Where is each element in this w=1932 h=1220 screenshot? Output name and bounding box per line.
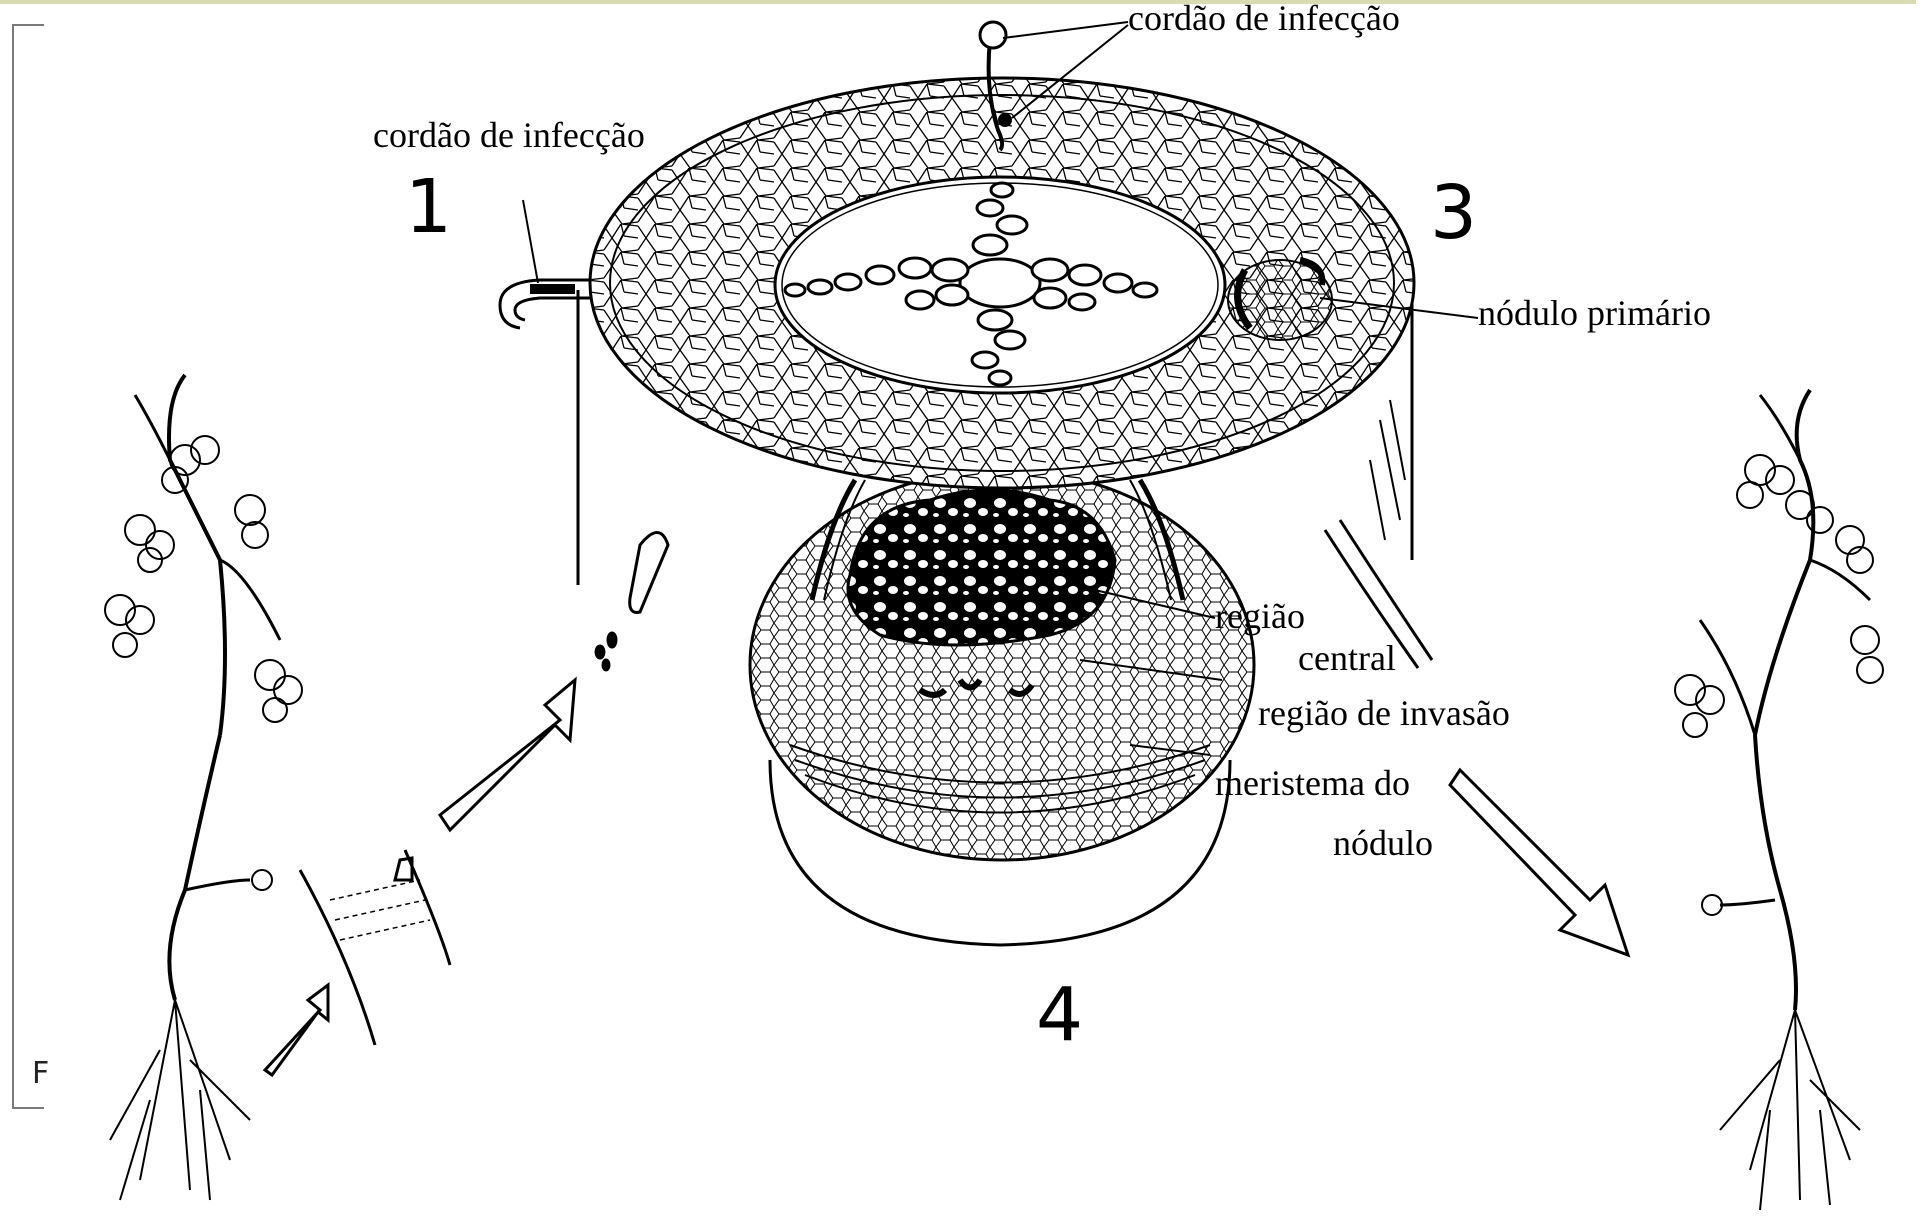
label-meristema: meristema do [1215,763,1410,803]
label-cordao-top: cordão de infecção [1128,0,1400,38]
nodule-bulb [740,460,1260,945]
label-regiao-invasao: região de invasão [1258,693,1510,733]
arrow-small-left [265,985,328,1075]
label-central: central [1298,638,1396,678]
stage-number-4: 4 [1036,972,1083,1058]
root-cross-section [500,22,1430,500]
arrow-up-right [440,680,575,830]
arrow-down-right [1450,770,1628,955]
stage-1-fragments [596,533,668,671]
label-cordao-left: cordão de infecção [373,115,645,155]
label-nodulo-primario: nódulo primário [1478,293,1711,333]
root-cylinder-hatching-right [1370,400,1405,540]
central-region-dark [848,490,1115,645]
stage-number-1: 1 [405,164,452,250]
primary-nodule [1228,260,1332,340]
right-plant [1675,390,1883,1210]
label-regiao: região [1215,596,1305,636]
stage-number-3: 3 [1430,170,1477,256]
right-margin [1916,0,1932,1220]
label-nodulo: nódulo [1333,823,1433,863]
